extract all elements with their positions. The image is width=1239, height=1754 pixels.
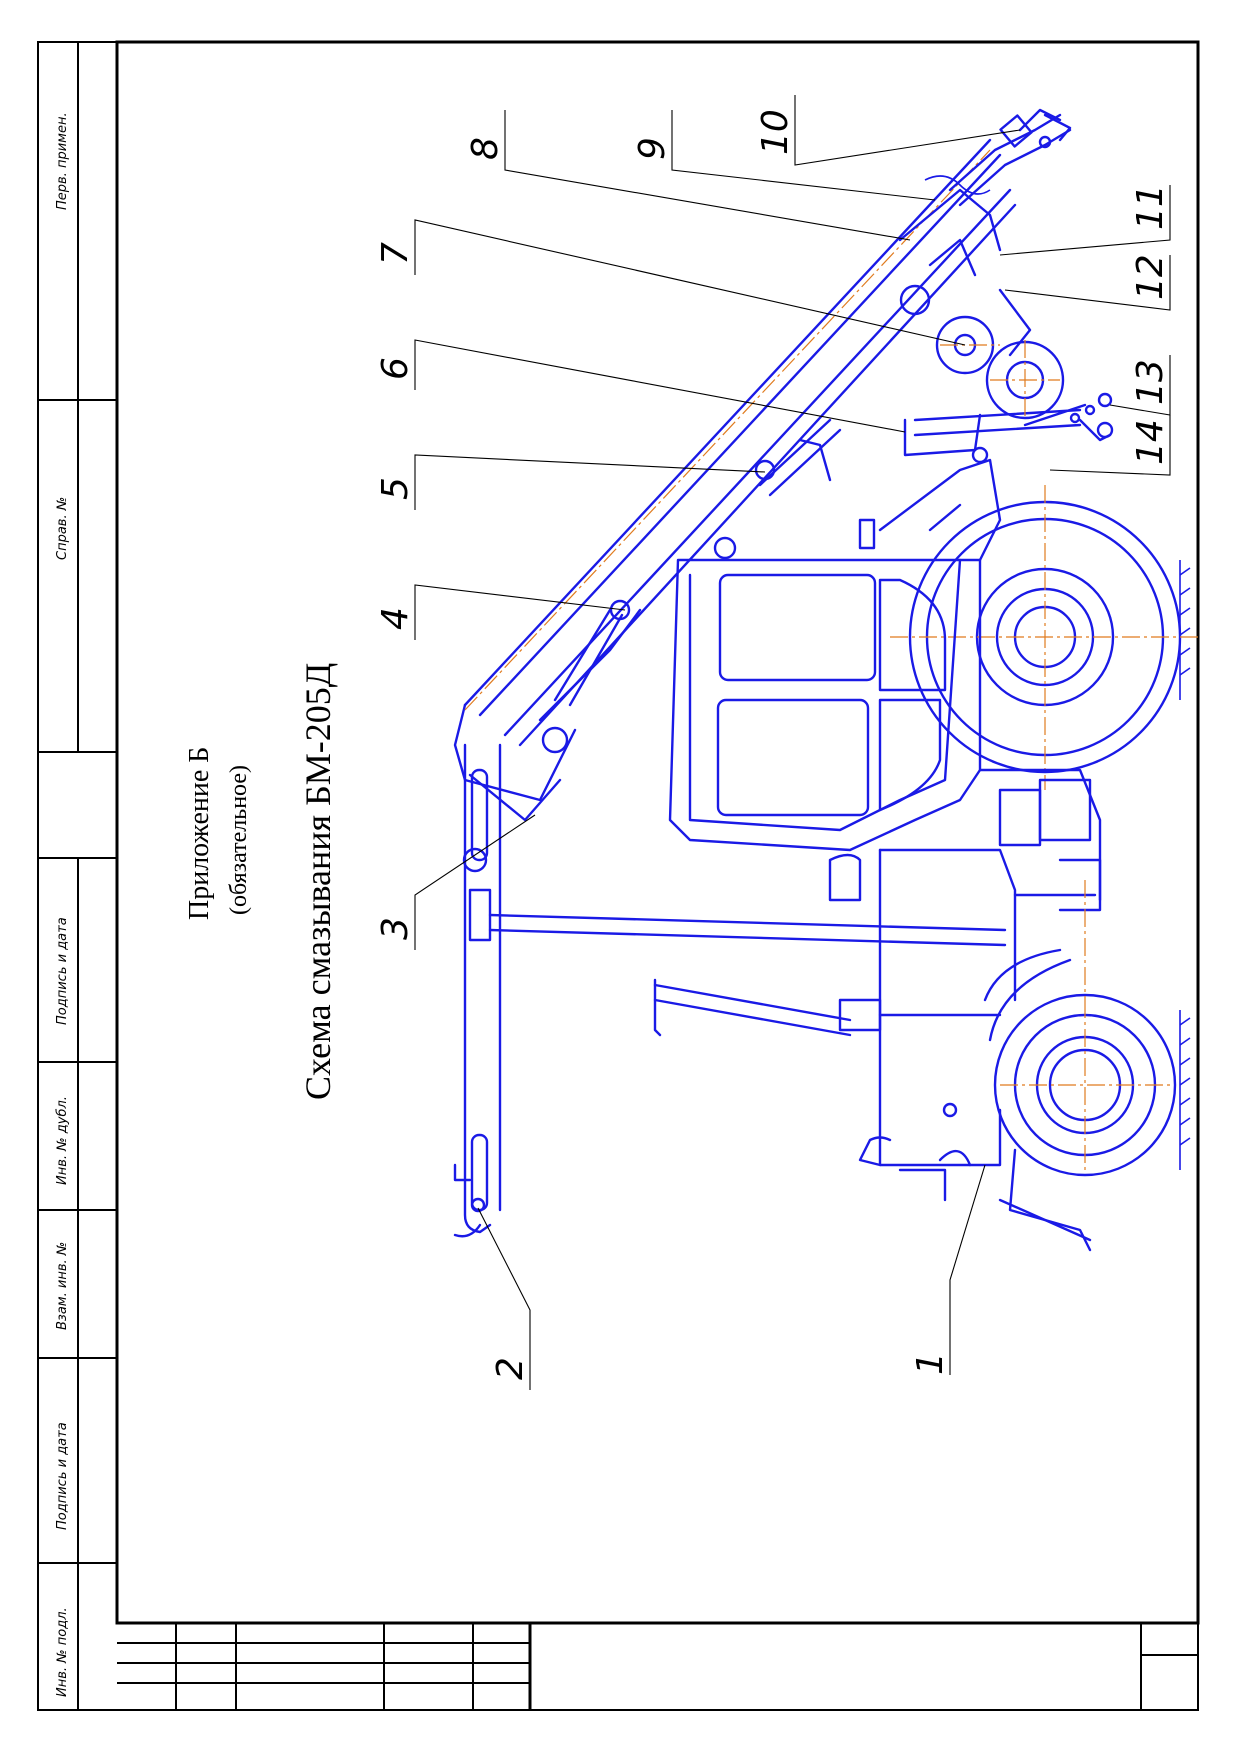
callout-6: 6 xyxy=(375,357,416,380)
stamp-label-inv-dubl: Инв. № дубл. xyxy=(55,1096,70,1185)
callout-7: 7 xyxy=(375,242,416,265)
callout-11: 11 xyxy=(1130,184,1171,230)
rear-chain xyxy=(1023,392,1114,442)
callout-14: 14 xyxy=(1130,419,1171,465)
stamp-label-vzam-inv: Взам. инв. № xyxy=(55,1242,70,1330)
callout-13: 13 xyxy=(1130,359,1171,405)
stamp-label-perv-primen: Перв. примен. xyxy=(55,112,70,210)
callout-4: 4 xyxy=(375,607,416,630)
machine-drawing xyxy=(453,108,1200,1252)
cab xyxy=(668,458,1002,852)
auger-tip xyxy=(924,108,1072,207)
top-stamp xyxy=(38,42,117,753)
callout-3: 3 xyxy=(375,917,416,940)
callout-9: 9 xyxy=(632,137,673,160)
appendix-subtitle: (обязательное) xyxy=(226,765,252,915)
boom xyxy=(453,138,1017,822)
drawing-title: Схема смазывания БМ-205Д xyxy=(298,663,338,1100)
callout-10: 10 xyxy=(755,109,796,155)
callout-leaders xyxy=(414,95,1171,1390)
appendix-title: Приложение Б xyxy=(184,747,215,920)
callout-12: 12 xyxy=(1130,254,1171,300)
hydraulic-cylinders xyxy=(553,408,1082,707)
stamp-label-podpis-2: Подпись и дата xyxy=(55,917,70,1025)
callout-5: 5 xyxy=(375,477,416,500)
callout-numbers: 1 2 3 4 5 6 7 8 9 10 11 12 13 14 xyxy=(375,109,1171,1380)
rear-wheel xyxy=(890,485,1200,790)
support-arm xyxy=(453,743,502,1238)
title-block xyxy=(117,1623,1198,1710)
front-wheel xyxy=(983,948,1177,1177)
callout-8: 8 xyxy=(465,137,506,160)
callout-1: 1 xyxy=(910,1352,951,1375)
stamp-label-inv-podl: Инв. № подл. xyxy=(55,1607,70,1697)
drill-rod xyxy=(468,888,1007,1037)
chassis xyxy=(828,768,1102,1252)
stamp-label-podpis-1: Подпись и дата xyxy=(55,1422,70,1530)
inner-frame xyxy=(115,40,1200,1625)
callout-2: 2 xyxy=(490,1357,531,1380)
stamp-label-sprav: Справ. № xyxy=(55,497,70,560)
drill-head xyxy=(898,188,1065,420)
side-stamp xyxy=(38,857,117,1710)
